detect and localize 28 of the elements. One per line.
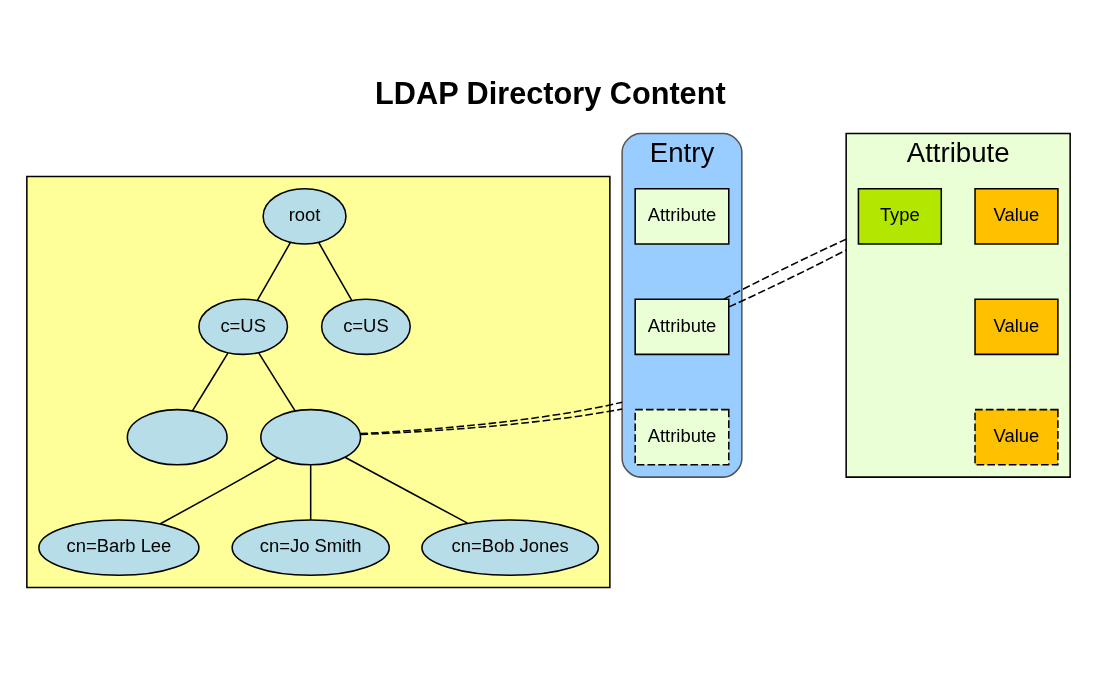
node-box: Type: [857, 187, 943, 245]
connector: [191, 352, 229, 412]
node-box: Value: [974, 187, 1059, 245]
connector: [359, 408, 623, 436]
connector: [309, 464, 312, 521]
connector: [359, 401, 623, 435]
connector: [728, 249, 847, 308]
node-ellipse: c=US: [198, 298, 289, 356]
node-ellipse: c=US: [320, 298, 411, 356]
connector: [258, 352, 296, 412]
diagram-title: LDAP Directory Content: [375, 76, 726, 112]
node-ellipse: [260, 408, 362, 466]
node-ellipse: root: [262, 187, 347, 245]
node-box: Attribute: [634, 187, 730, 245]
connector: [318, 241, 353, 302]
node-box: Value: [974, 298, 1059, 356]
node-box: Value: [974, 408, 1059, 466]
node-ellipse: cn=Bob Jones: [421, 519, 600, 577]
node-box: Attribute: [634, 298, 730, 356]
connector: [344, 456, 469, 524]
connector: [723, 238, 847, 300]
connector: [256, 241, 292, 302]
connector: [159, 457, 279, 525]
node-box: Attribute: [634, 408, 730, 466]
node-ellipse: [126, 408, 228, 466]
cluster: [26, 175, 611, 589]
node-ellipse: cn=Barb Lee: [38, 519, 200, 577]
node-ellipse: cn=Jo Smith: [231, 519, 390, 577]
